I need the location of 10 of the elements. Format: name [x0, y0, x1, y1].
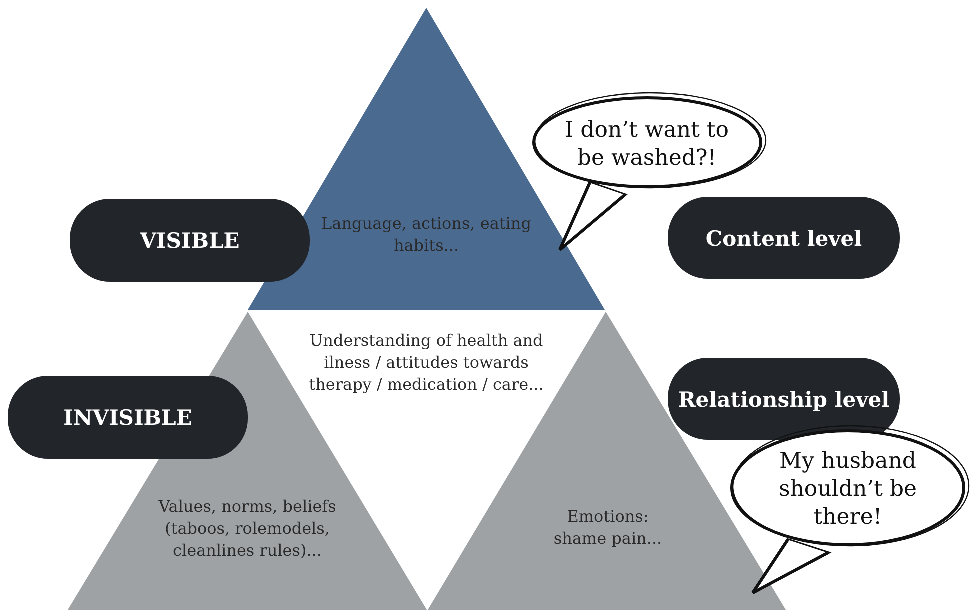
speech-text: I don’t want to be washed?!: [564, 117, 730, 173]
label-pill: INVISIBLE: [8, 376, 248, 459]
description-text: Language, actions, eating habits...: [320, 213, 532, 257]
label-pill: Relationship level: [668, 358, 900, 440]
description-text: Understanding of health and ilness / attitudes towards therapy / medication / care...: [308, 330, 545, 396]
description-text: Values, norms, beliefs (taboos, rolemodels, cleanlines rules)...: [158, 496, 338, 562]
label-pill: VISIBLE: [70, 199, 310, 282]
label-pill: Content level: [668, 197, 900, 279]
speech-text: My husband shouldn’t be there!: [778, 448, 918, 532]
description-text: Emotions: shame pain...: [552, 506, 664, 550]
